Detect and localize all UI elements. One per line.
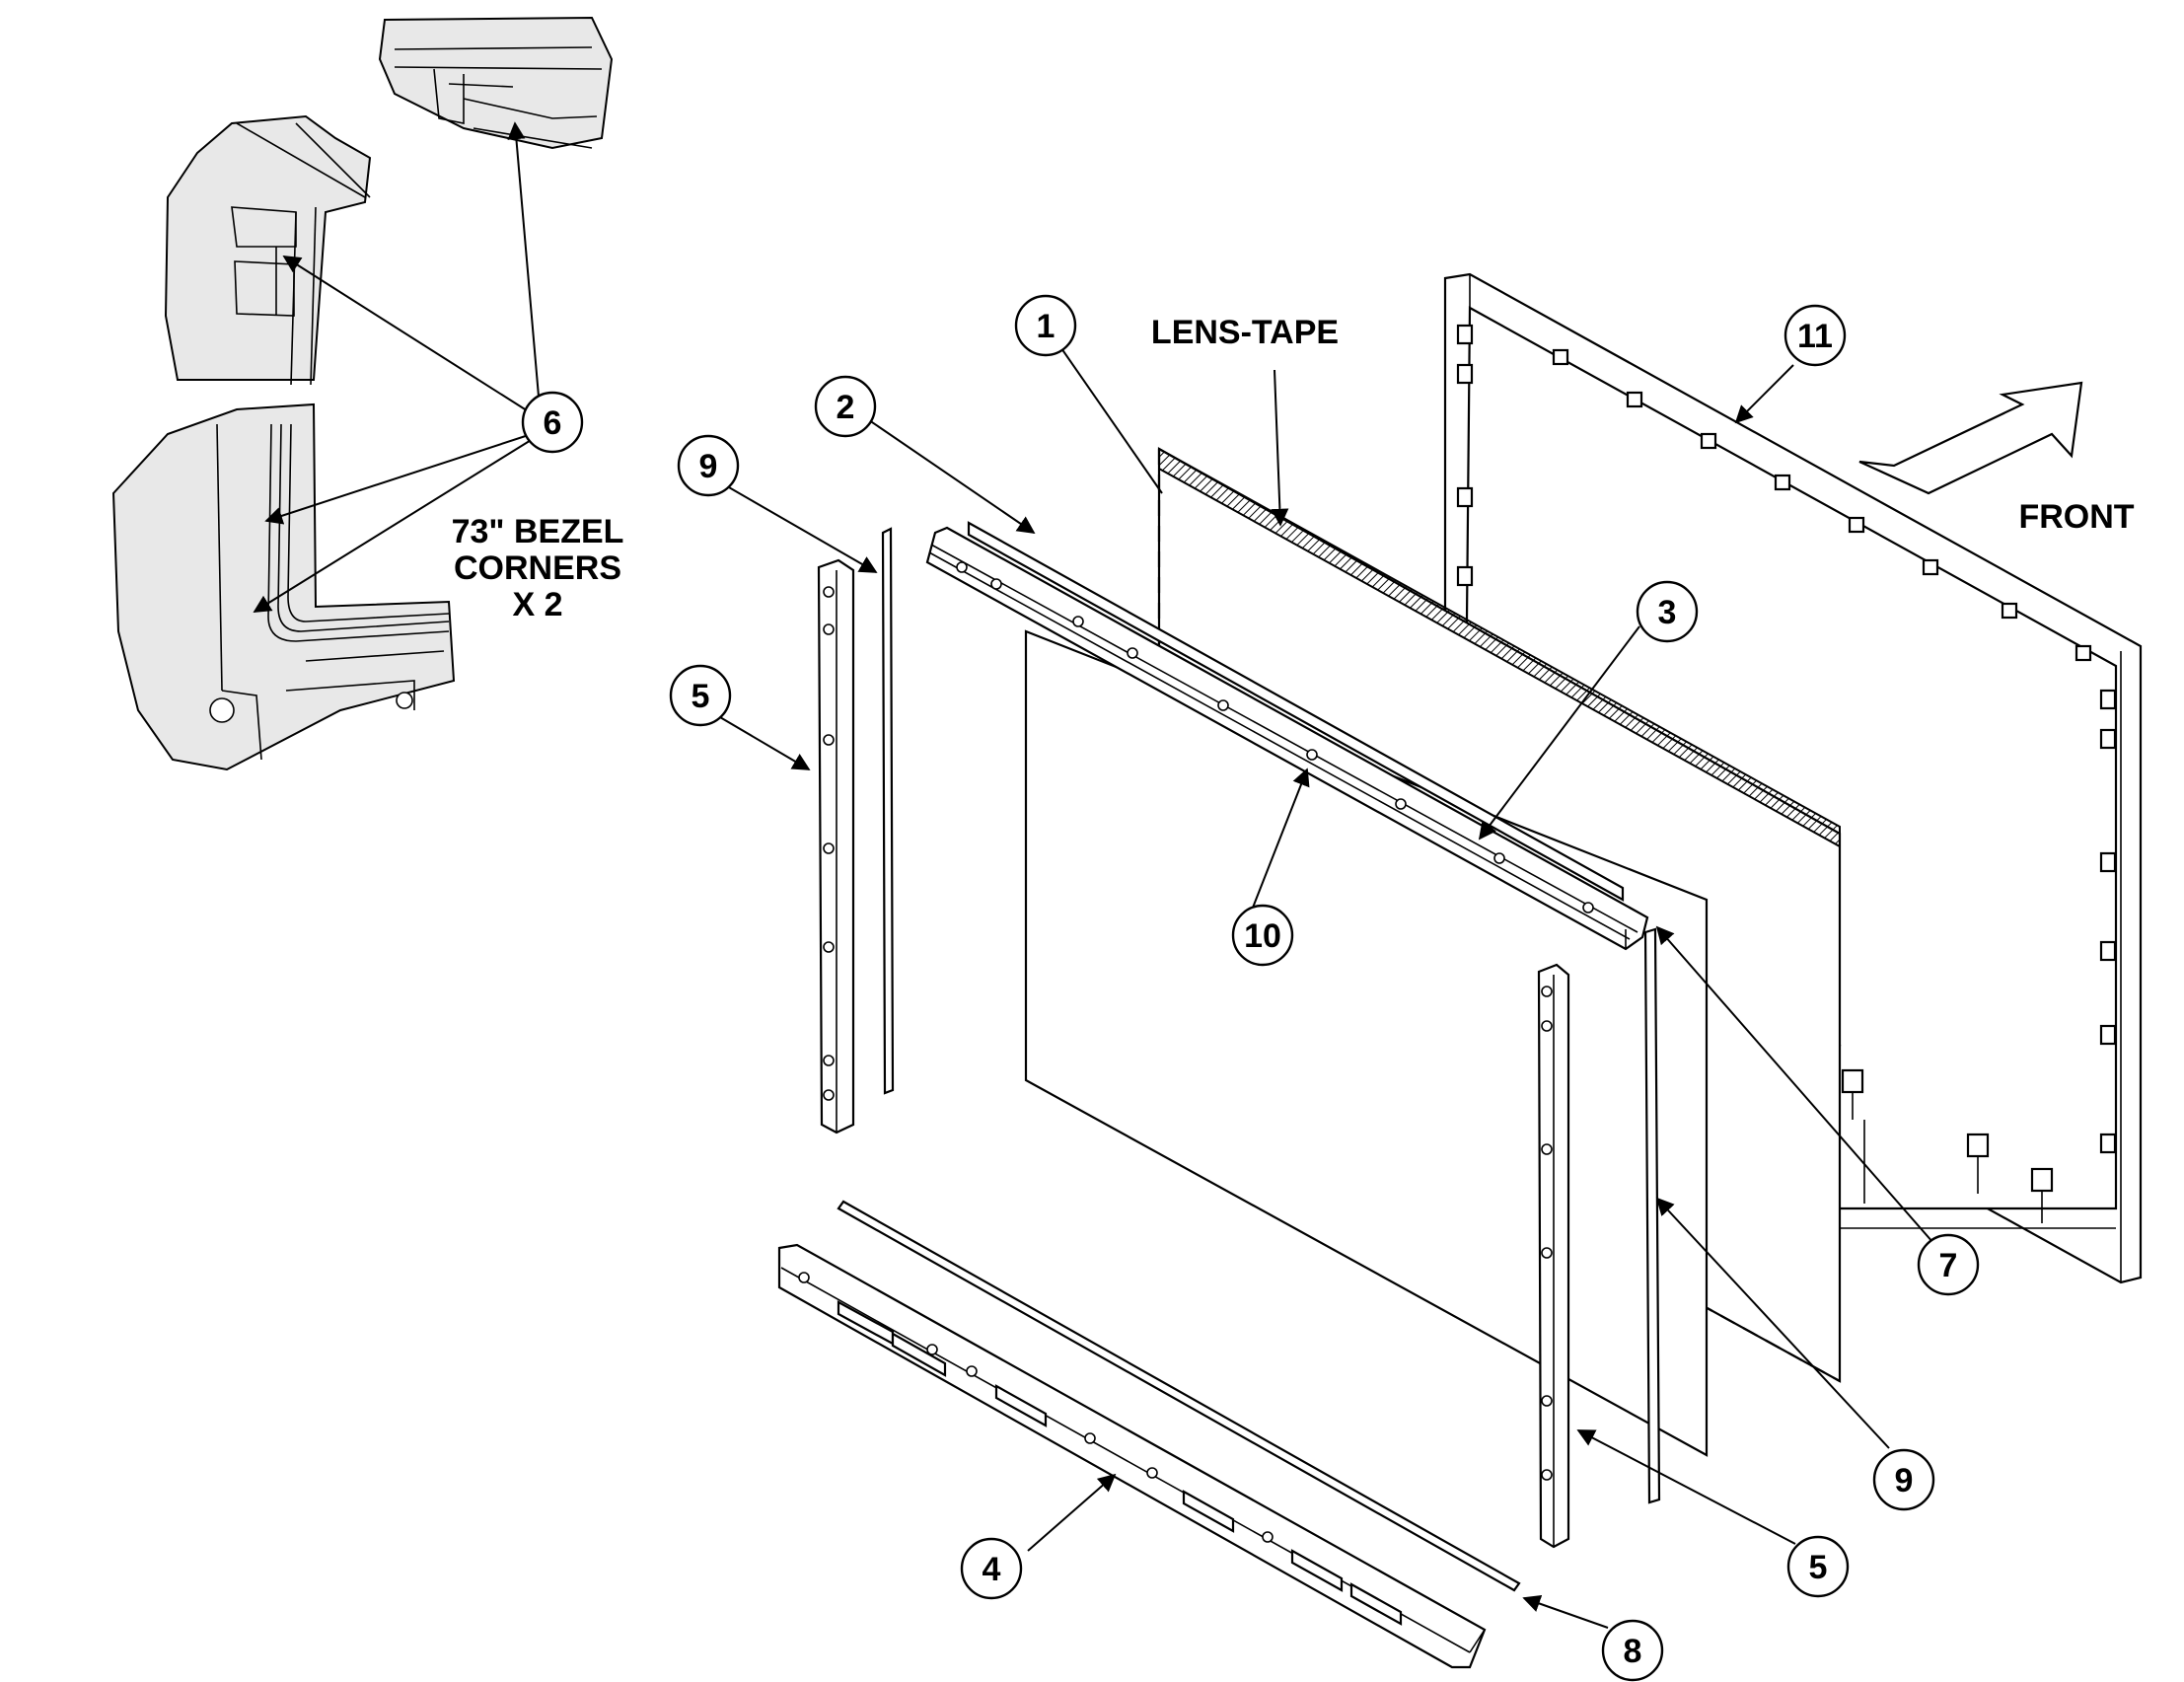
balloon-9-left: 9 <box>677 434 740 497</box>
lens-tape-label: LENS-TAPE <box>1151 314 1339 351</box>
balloon-8: 8 <box>1601 1619 1664 1682</box>
bezel-label-line3: X 2 <box>512 586 562 623</box>
bezel-label-line2: CORNERS <box>454 549 621 587</box>
bezel-frame-part-11 <box>1443 272 2143 1284</box>
gasket-right-part-9 <box>1643 927 1661 1504</box>
svg-text:9: 9 <box>1895 1462 1914 1499</box>
bezel-corner-detail-top <box>378 16 614 150</box>
svg-text:11: 11 <box>1797 318 1833 355</box>
top-bracket-part-10 <box>925 526 1649 951</box>
svg-text:5: 5 <box>692 678 710 715</box>
balloon-11: 11 <box>1784 304 1847 367</box>
leader-lines <box>253 121 1934 1629</box>
svg-text:7: 7 <box>1939 1247 1958 1284</box>
svg-text:3: 3 <box>1658 594 1677 631</box>
gasket-left-part-9 <box>881 527 895 1095</box>
gasket-strip-part-2 <box>967 521 1625 902</box>
bezel-clips <box>1456 324 2117 1223</box>
bezel-corner-detail-bottom <box>111 402 456 771</box>
svg-text:8: 8 <box>1624 1633 1642 1670</box>
svg-text:4: 4 <box>983 1551 1001 1588</box>
balloon-10: 10 <box>1231 904 1294 967</box>
side-bracket-right-part-5 <box>1537 963 1570 1549</box>
balloon-5-left: 5 <box>669 664 732 727</box>
bezel-label-line1: 73" BEZEL <box>452 513 624 550</box>
svg-text:9: 9 <box>699 448 718 485</box>
front-arrow-icon <box>1858 381 2083 495</box>
gasket-bottom-part-8 <box>837 1200 1521 1592</box>
front-label: FRONT <box>2018 498 2134 536</box>
balloon-9-right: 9 <box>1872 1448 1935 1511</box>
balloon-6: 6 <box>521 391 584 454</box>
bezel-corner-detail-middle <box>164 114 372 386</box>
svg-text:6: 6 <box>544 404 562 442</box>
svg-text:5: 5 <box>1809 1549 1828 1586</box>
balloon-3: 3 <box>1636 580 1699 643</box>
balloon-2: 2 <box>814 375 877 438</box>
svg-text:10: 10 <box>1244 917 1281 955</box>
balloon-5-right: 5 <box>1786 1535 1850 1598</box>
bottom-bracket-part-4 <box>777 1243 1487 1669</box>
lens-tape <box>1158 447 1841 848</box>
balloon-7: 7 <box>1917 1233 1980 1296</box>
svg-text:2: 2 <box>837 389 855 426</box>
balloon-1: 1 <box>1014 294 1077 357</box>
side-bracket-left-part-5 <box>817 558 855 1134</box>
balloon-4: 4 <box>960 1537 1023 1600</box>
svg-text:1: 1 <box>1037 308 1056 345</box>
